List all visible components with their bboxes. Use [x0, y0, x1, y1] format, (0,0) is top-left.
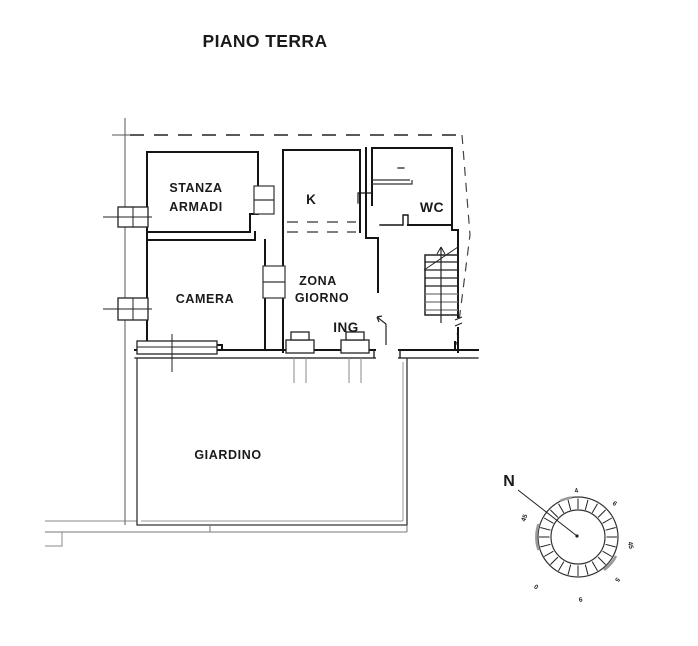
window-icon-zona-south-1 — [285, 331, 315, 383]
compass-dial-segments — [535, 496, 618, 572]
door-icon-camera-zona — [262, 265, 286, 299]
stairs-icon — [423, 246, 463, 327]
page-title: PIANO TERRA — [203, 31, 328, 51]
room-label-ingresso: ING — [333, 320, 359, 335]
room-labels: STANZA ARMADI K WC CAMERA ZONA GIORNO IN… — [169, 181, 444, 462]
window-icons — [103, 206, 370, 383]
window-icon-left-upper — [103, 206, 152, 228]
compass-north-label: N — [503, 473, 515, 490]
room-label-kitchen: K — [306, 192, 316, 207]
dial-numeral: 5 — [613, 576, 621, 584]
entrance-door-icon — [373, 315, 401, 360]
dial-numeral: 45 — [520, 513, 529, 523]
window-icon-camera-south — [136, 334, 218, 372]
compass-dial-numerals: 4 6 45 5 9 0 45 — [520, 487, 634, 602]
room-label-stanza-armadi-line1: STANZA — [169, 181, 222, 195]
wc-partition — [372, 179, 413, 185]
window-icon-zona-south-2 — [340, 331, 370, 383]
garden-outline — [45, 358, 408, 533]
building-walls — [134, 147, 479, 359]
kitchen-opening-dashed — [287, 221, 356, 233]
room-label-stanza-armadi-line2: ARMADI — [169, 200, 223, 214]
dial-numeral: 45 — [626, 541, 634, 550]
room-label-zona-giorno-line1: ZONA — [299, 274, 337, 288]
dial-numeral: 0 — [533, 582, 540, 590]
room-label-wc: WC — [420, 199, 444, 215]
dial-numeral: 9 — [578, 595, 583, 603]
dial-numeral: 6 — [611, 500, 619, 508]
door-icons — [253, 185, 286, 299]
room-label-camera: CAMERA — [176, 292, 234, 306]
room-label-zona-giorno-line2: GIORNO — [295, 291, 349, 305]
door-icon-stanza-k — [253, 185, 275, 215]
window-icon-left-lower — [103, 297, 152, 321]
room-label-giardino: GIARDINO — [194, 448, 261, 462]
compass-ticks — [539, 498, 617, 576]
compass-rose-icon: N 4 6 45 5 9 0 45 — [503, 473, 634, 603]
dial-numeral: 4 — [574, 487, 579, 495]
